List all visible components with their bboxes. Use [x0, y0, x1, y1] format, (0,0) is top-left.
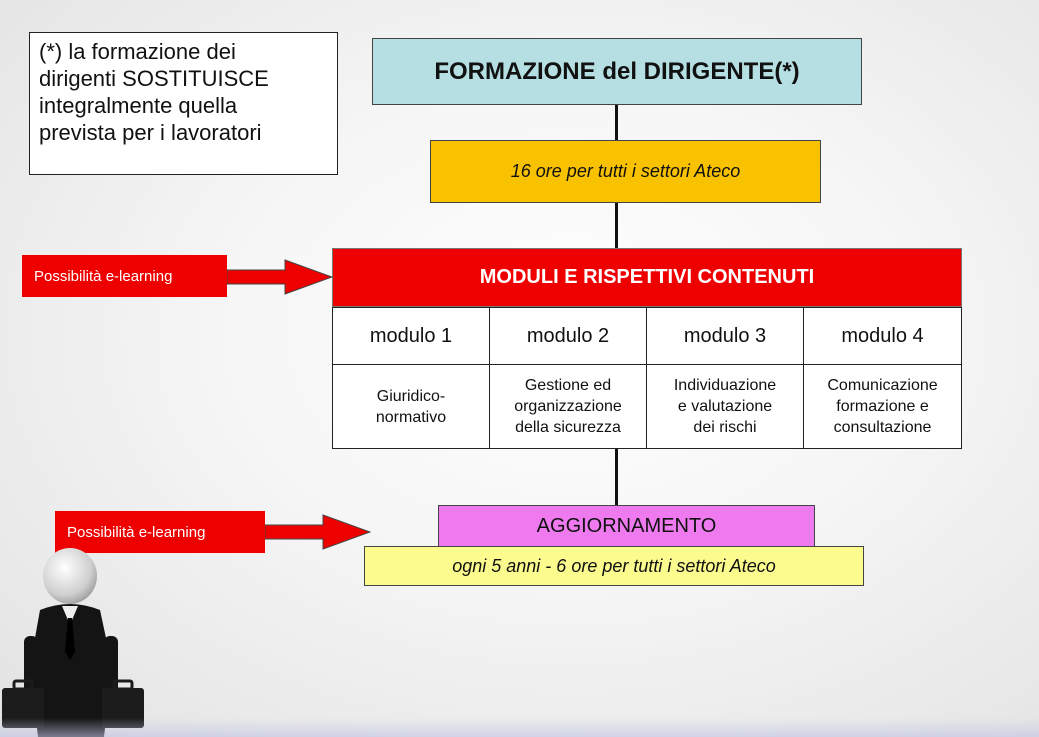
modules-header: MODULI E RISPETTIVI CONTENUTI	[332, 248, 962, 307]
hours-box: 16 ore per tutti i settori Ateco	[430, 140, 821, 203]
businessman-icon	[2, 548, 144, 737]
module-content-3: Individuazione e valutazione dei rischi	[647, 365, 804, 448]
elearning-label-update: Possibilità e-learning	[55, 511, 265, 553]
bottom-band	[0, 718, 1039, 737]
arrow-right-icon	[265, 514, 371, 550]
update-box: AGGIORNAMENTO	[438, 505, 815, 547]
module-name-3: modulo 3	[647, 308, 804, 365]
elearning-label-update-text: Possibilità e-learning	[67, 523, 206, 541]
page-title: FORMAZIONE del DIRIGENTE(*)	[434, 57, 800, 85]
connector-title-hours	[615, 105, 618, 140]
modules-table: modulo 1 modulo 2 modulo 3 modulo 4 Giur…	[332, 307, 962, 449]
elearning-label-modules-text: Possibilità e-learning	[34, 267, 173, 285]
module-name-2: modulo 2	[490, 308, 647, 365]
update-title: AGGIORNAMENTO	[536, 514, 717, 537]
title-box: FORMAZIONE del DIRIGENTE(*)	[372, 38, 862, 105]
elearning-label-modules: Possibilità e-learning	[22, 255, 227, 297]
connector-hours-modules	[615, 203, 618, 248]
hours-text: 16 ore per tutti i settori Ateco	[510, 161, 741, 181]
update-detail-box: ogni 5 anni - 6 ore per tutti i settori …	[364, 546, 864, 586]
update-detail-text: ogni 5 anni - 6 ore per tutti i settori …	[452, 555, 776, 576]
connector-modules-update	[615, 449, 618, 505]
modules-header-text: MODULI E RISPETTIVI CONTENUTI	[479, 266, 815, 288]
module-content-4: Comunicazione formazione e consultazione	[827, 377, 938, 436]
module-name-4: modulo 4	[804, 308, 961, 365]
module-name-1: modulo 1	[333, 308, 490, 365]
module-content-2: Gestione ed organizzazione della sicurez…	[490, 365, 647, 448]
arrow-right-icon	[227, 259, 333, 295]
note-box: (*) la formazione dei dirigenti SOSTITUI…	[29, 32, 338, 175]
module-content-1: Giuridico- normativo	[333, 365, 490, 448]
